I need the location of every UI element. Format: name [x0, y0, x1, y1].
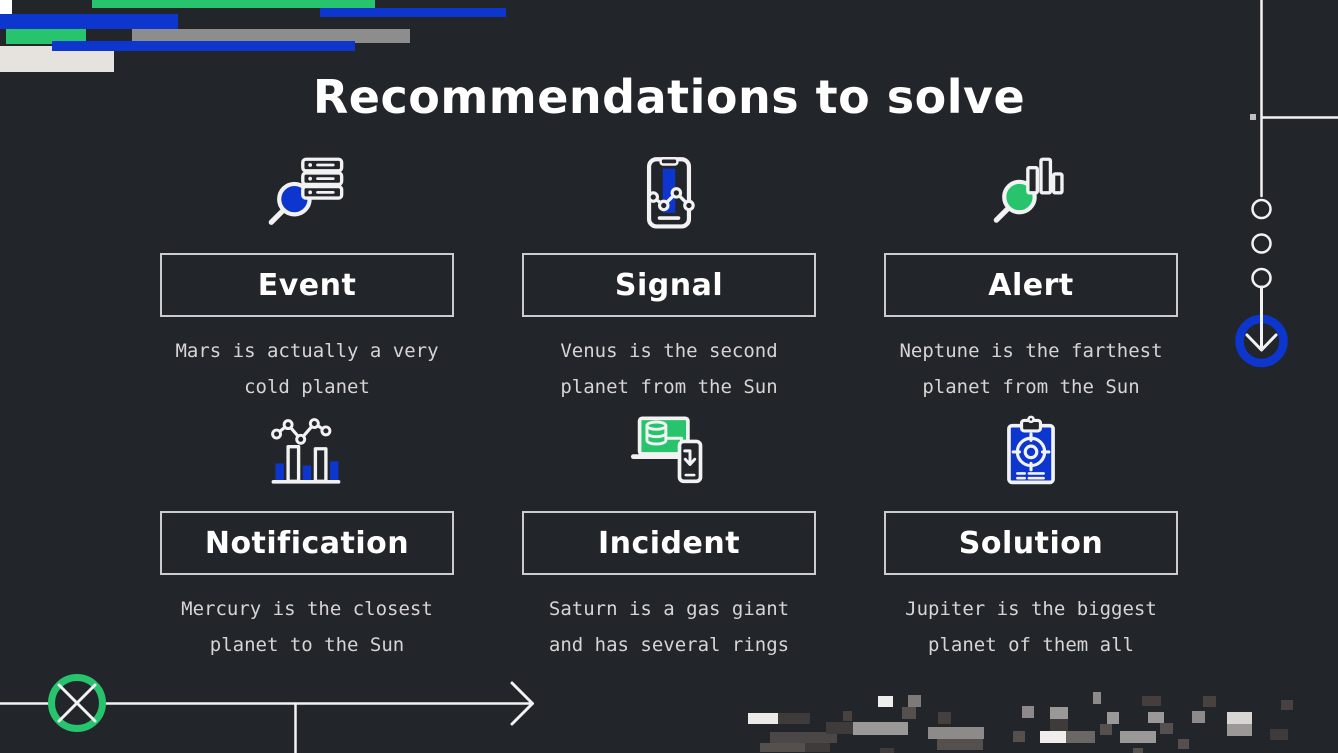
card-label: Incident: [597, 525, 741, 561]
pixel-block: [880, 748, 894, 753]
card-description: Venus is the second planet from the Sun: [522, 333, 816, 405]
desc-line: planet to the Sun: [209, 634, 405, 656]
card-event-box: Event: [160, 253, 454, 317]
desc-line: and has several rings: [548, 634, 790, 656]
pixel-block: [1148, 712, 1164, 723]
desc-line: planet of them all: [928, 634, 1134, 656]
card-alert-box: Alert: [884, 253, 1178, 317]
laptop-devices-icon: [522, 413, 816, 495]
pixel-block: [748, 713, 778, 724]
pixel-block: [1178, 739, 1189, 749]
desc-line: Venus is the second: [560, 340, 778, 362]
pixel-block: [878, 696, 893, 707]
pixel-block: [778, 713, 810, 724]
pixel-block: [908, 695, 921, 707]
crossed-circle-icon: [48, 674, 106, 732]
pixel-block: [1281, 700, 1293, 710]
card-notification: Notification Mercury is the closest plan…: [160, 413, 454, 663]
glitch-bar: [0, 0, 12, 14]
pixel-block: [937, 739, 983, 750]
pixel-block: [1192, 711, 1205, 723]
pixel-block: [1040, 731, 1066, 743]
desc-line: Saturn is a gas giant: [548, 598, 790, 620]
card-label: Event: [257, 267, 357, 303]
pixel-block: [1133, 748, 1143, 753]
page-title: Recommendations to solve: [312, 70, 1026, 124]
card-solution: Solution Jupiter is the biggest planet o…: [884, 413, 1178, 663]
pixel-block: [853, 722, 908, 735]
right-flow-line: [1235, 0, 1338, 368]
card-event: Event Mars is actually a very cold plane…: [160, 155, 454, 405]
card-incident: Incident Saturn is a gas giant and has s…: [522, 413, 816, 663]
pixel-block: [1227, 712, 1252, 724]
desc-line: Neptune is the farthest: [899, 340, 1163, 362]
clipboard-target-icon: [884, 413, 1178, 495]
card-label: Alert: [988, 267, 1074, 303]
card-description: Mars is actually a very cold planet: [160, 333, 454, 405]
desc-line: Mercury is the closest: [181, 598, 433, 620]
card-description: Saturn is a gas giant and has several ri…: [522, 591, 816, 663]
search-server-icon: [160, 155, 454, 237]
pixel-block: [1203, 696, 1216, 707]
pixel-block: [1100, 724, 1112, 735]
pixel-block: [938, 712, 951, 724]
pixel-block: [826, 722, 854, 734]
card-notification-box: Notification: [160, 511, 454, 575]
pixel-block: [770, 732, 837, 743]
glitch-bar: [92, 0, 375, 8]
pixel-block: [1227, 724, 1252, 736]
pixel-block: [760, 743, 805, 752]
card-label: Solution: [958, 525, 1104, 561]
glitch-bar: [6, 29, 86, 44]
pixel-block: [1142, 696, 1161, 706]
pixel-block: [1050, 707, 1068, 719]
card-solution-box: Solution: [884, 511, 1178, 575]
desc-line: cold planet: [244, 376, 370, 398]
right-arrow-icon: [510, 681, 534, 726]
pixel-block: [1107, 712, 1119, 724]
card-label: Notification: [204, 525, 410, 561]
pixel-block: [1120, 731, 1156, 743]
card-signal: Signal Venus is the second planet from t…: [522, 155, 816, 405]
pixel-block: [928, 727, 984, 739]
card-description: Mercury is the closest planet to the Sun: [160, 591, 454, 663]
glitch-bar: [52, 41, 355, 51]
pixel-block: [902, 707, 916, 719]
card-label: Signal: [614, 267, 724, 303]
phone-chart-icon: [522, 155, 816, 237]
pixel-block: [1160, 723, 1173, 734]
pixel-block: [1022, 706, 1034, 718]
pixel-block: [1066, 731, 1095, 743]
pixel-block: [805, 743, 830, 752]
card-incident-box: Incident: [522, 511, 816, 575]
search-bar-chart-icon: [884, 155, 1178, 237]
desc-line: Mars is actually a very: [175, 340, 439, 362]
card-description: Jupiter is the biggest planet of them al…: [884, 591, 1178, 663]
pixel-block: [843, 711, 852, 721]
card-description: Neptune is the farthest planet from the …: [884, 333, 1178, 405]
desc-line: planet from the Sun: [560, 376, 778, 398]
desc-line: Jupiter is the biggest: [905, 598, 1157, 620]
desc-line: planet from the Sun: [922, 376, 1140, 398]
glitch-bar: [132, 29, 410, 43]
pixel-block: [1013, 731, 1025, 742]
pixel-block: [1270, 729, 1288, 740]
card-alert: Alert Neptune is the farthest planet fro…: [884, 155, 1178, 405]
glitch-bar: [320, 8, 506, 17]
glitch-bar: [0, 14, 178, 29]
pixel-block: [1050, 719, 1068, 731]
down-arrow-icon: [1235, 285, 1288, 368]
card-signal-box: Signal: [522, 253, 816, 317]
bar-chart-line-icon: [160, 413, 454, 495]
pixel-block: [1093, 692, 1101, 704]
bottom-timeline: [0, 674, 534, 753]
